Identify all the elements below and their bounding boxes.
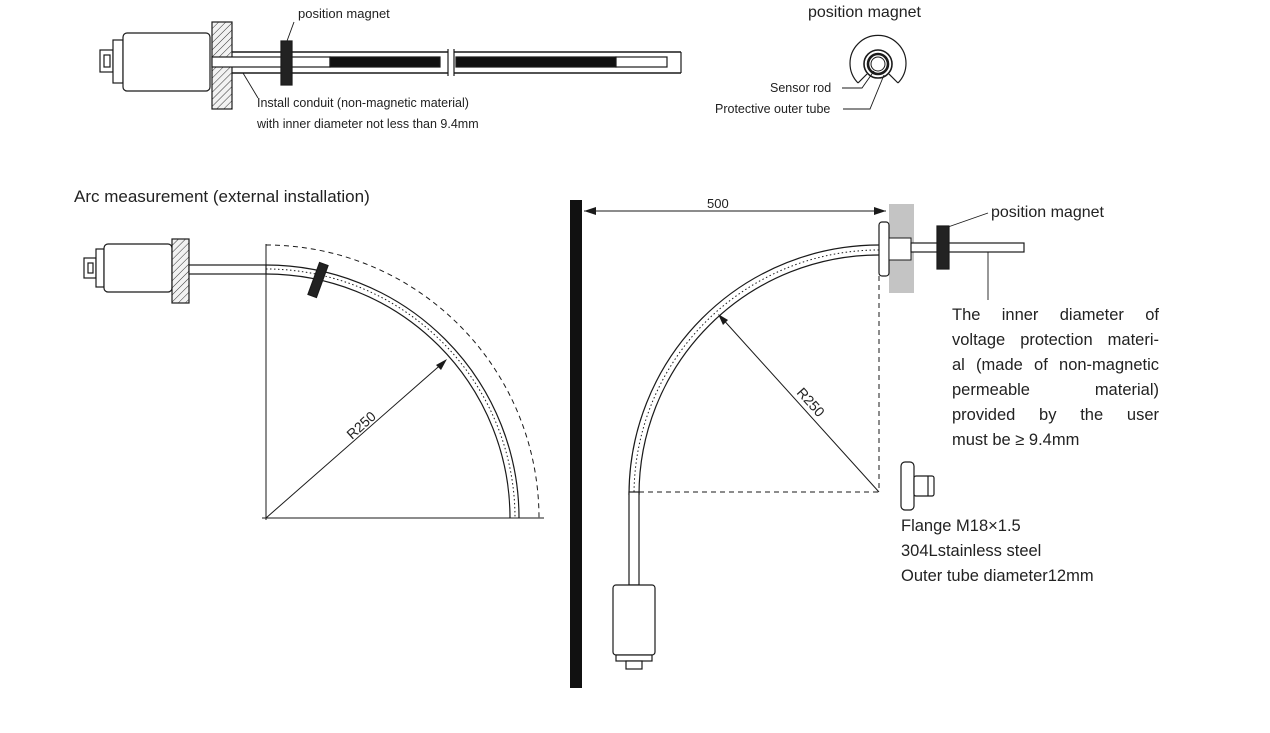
- top-magnet-label: position magnet: [298, 6, 390, 21]
- right-arc-center: [633, 249, 880, 496]
- left-arc-inner: [265, 273, 511, 519]
- sensor-head-bottom: [612, 584, 656, 670]
- sensor-head: [99, 32, 211, 92]
- sensor-rod: [211, 56, 668, 68]
- conduit-note-line-2: with inner diameter not less than 9.4mm: [256, 117, 479, 131]
- flange-note-line: Flange M18×1.5: [901, 517, 1021, 535]
- right-radius-line: [719, 315, 880, 493]
- user-tube-note-line: The inner diameter of: [952, 306, 1159, 324]
- magnet-cross-section: [842, 34, 907, 110]
- flange-detail: [900, 461, 935, 511]
- magnet-leader: [286, 21, 295, 42]
- left-mount-hatched: [171, 238, 190, 304]
- arc-external-title: Arc measurement (external installation): [74, 187, 370, 206]
- right-arc-outer: [628, 244, 880, 496]
- left-radius-label: R250: [343, 408, 379, 442]
- cross-section-title: position magnet: [808, 4, 922, 21]
- user-tube-note-line: al (made of non-magnetic: [952, 356, 1159, 374]
- left-arc-center: [265, 268, 516, 519]
- right-vertical-rod: [628, 491, 640, 586]
- sensor-rod-label: Sensor rod: [770, 81, 831, 95]
- right-radius-label: R250: [794, 384, 828, 420]
- right-magnet: [936, 225, 950, 270]
- left-arc-magnet: [307, 261, 329, 299]
- wall: [570, 200, 582, 688]
- right-magnet-label: position magnet: [991, 204, 1105, 221]
- flange-note: Flange M18×1.5 304Lstainless steel Outer…: [901, 514, 1094, 589]
- outer-tube-leader: [843, 74, 885, 110]
- user-tube-note-line: permeable material): [952, 381, 1159, 399]
- sensor-head-left: [83, 243, 173, 293]
- user-tube-note: The inner diameter of voltage protection…: [952, 303, 1159, 453]
- user-tube-note-line: must be ≥ 9.4mm: [952, 431, 1080, 449]
- position-magnet: [280, 40, 293, 86]
- right-flange: [878, 221, 890, 277]
- arc-internal-drawing: [570, 200, 1025, 688]
- left-straight-rod: [188, 264, 267, 275]
- flange-note-line: 304Lstainless steel: [901, 542, 1042, 560]
- top-straight-sensor: [99, 21, 682, 110]
- conduit-leader: [242, 72, 259, 99]
- flange-note-line: Outer tube diameter12mm: [901, 567, 1094, 585]
- left-radius-line: [265, 360, 446, 519]
- outer-tube-label: Protective outer tube: [715, 102, 830, 116]
- user-tube-note-line: provided by the user: [952, 406, 1159, 424]
- magnet-ring-outline: [849, 34, 907, 84]
- conduit: [232, 49, 682, 76]
- right-straight-rod: [910, 242, 1025, 253]
- conduit-note-line-1: Install conduit (non-magnetic material): [257, 96, 469, 110]
- arc-external-drawing: [83, 238, 544, 520]
- right-arc-inner: [638, 254, 880, 496]
- left-arc-conduit-dashed: [265, 244, 540, 519]
- distance-label: 500: [707, 196, 729, 211]
- user-tube-note-line: voltage protection materi-: [952, 331, 1159, 349]
- sensor-rod-leader: [842, 70, 875, 89]
